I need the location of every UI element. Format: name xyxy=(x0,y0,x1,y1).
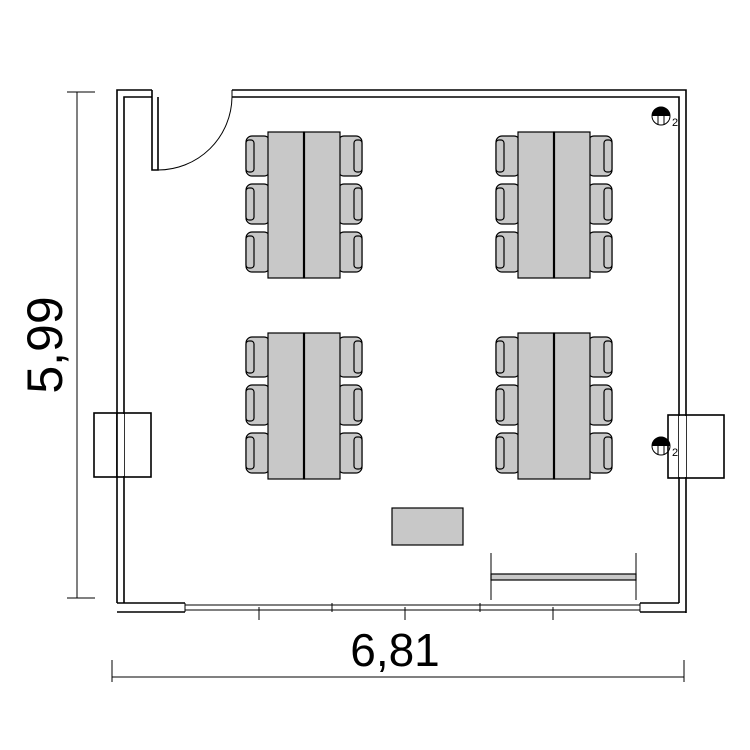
chair-back xyxy=(353,388,363,422)
outlet-right-label: 2 xyxy=(672,447,678,459)
table xyxy=(267,332,305,480)
chair-back xyxy=(353,340,363,374)
chair-back xyxy=(245,340,255,374)
table xyxy=(517,131,555,279)
chair-back xyxy=(603,139,613,173)
outlet-top-label: 2 xyxy=(672,117,678,129)
room-walls xyxy=(93,89,725,613)
chair-back xyxy=(245,235,255,269)
height-dimension: 5,99 xyxy=(17,91,95,599)
chair-back xyxy=(603,388,613,422)
table xyxy=(303,131,341,279)
chair-back xyxy=(245,187,255,221)
chair-back xyxy=(353,139,363,173)
chair-back xyxy=(353,436,363,470)
table-group xyxy=(245,332,363,480)
width-dimension: 6,81 xyxy=(111,624,685,682)
chair-back xyxy=(495,436,505,470)
whiteboard xyxy=(490,553,637,600)
chair-back xyxy=(603,436,613,470)
chair-back xyxy=(353,187,363,221)
table xyxy=(267,131,305,279)
chair-back xyxy=(495,340,505,374)
height-label: 5,99 xyxy=(17,296,73,393)
presenter-desk xyxy=(391,507,464,546)
chair-back xyxy=(353,235,363,269)
width-label: 6,81 xyxy=(350,624,440,676)
table xyxy=(303,332,341,480)
chair-back xyxy=(495,187,505,221)
table-group xyxy=(245,131,363,279)
table-group xyxy=(495,131,613,279)
chair-back xyxy=(245,436,255,470)
bottom-windows xyxy=(184,603,641,620)
table-groups xyxy=(245,131,613,480)
chair-back xyxy=(603,340,613,374)
table xyxy=(553,332,591,480)
chair-back xyxy=(603,187,613,221)
outlet-top: 2 xyxy=(651,106,678,129)
chair-back xyxy=(603,235,613,269)
chair-back xyxy=(495,388,505,422)
table xyxy=(517,332,555,480)
chair-back xyxy=(245,388,255,422)
chair-back xyxy=(495,139,505,173)
door xyxy=(157,90,233,171)
chair-back xyxy=(245,139,255,173)
chair-back xyxy=(495,235,505,269)
table-group xyxy=(495,332,613,480)
outlet-right: 2 xyxy=(651,436,678,459)
table xyxy=(553,131,591,279)
